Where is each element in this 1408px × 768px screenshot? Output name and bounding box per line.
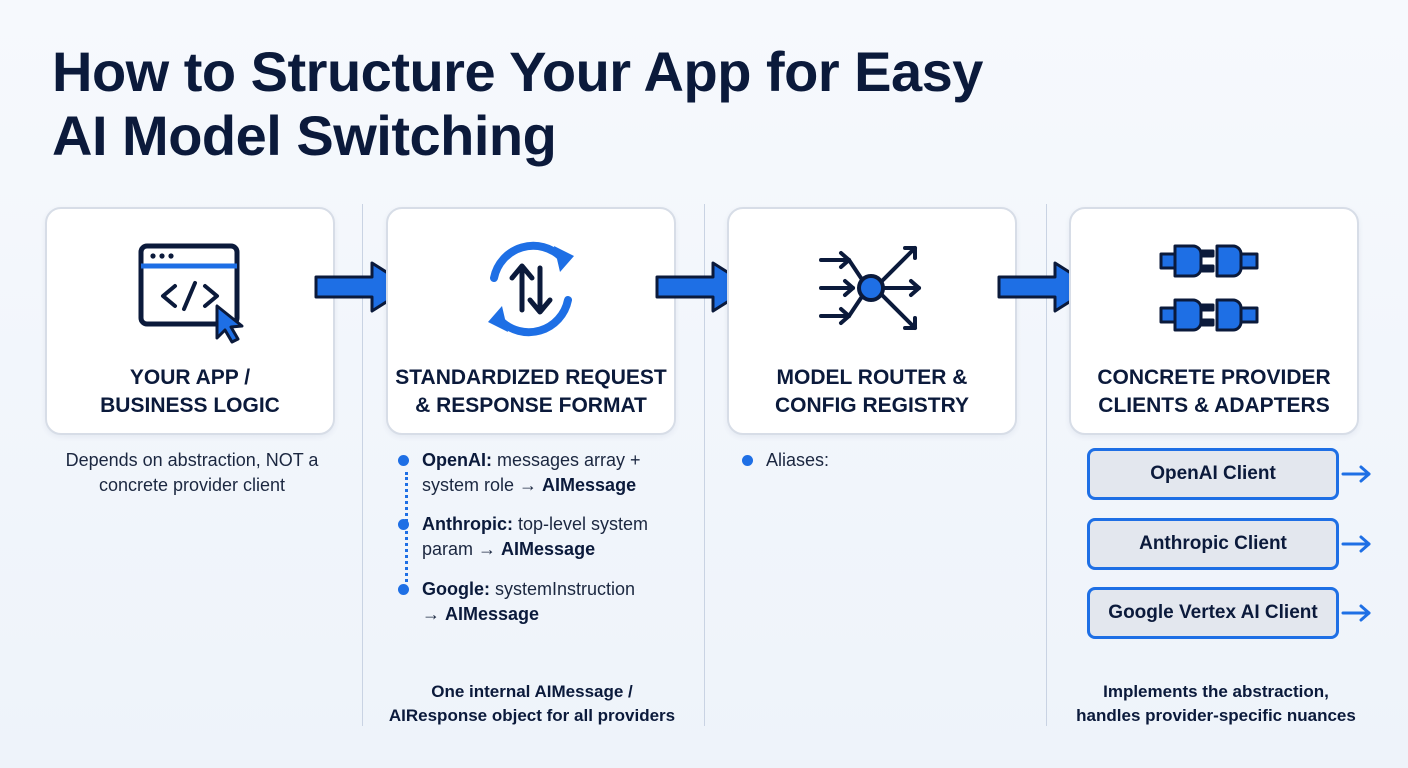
step-label-line: CONCRETE PROVIDER — [1097, 366, 1331, 389]
bullet-dot — [398, 519, 409, 530]
page-title: How to Structure Your App for Easy AI Mo… — [52, 40, 983, 168]
note-line: AIResponse object for all providers — [388, 706, 676, 725]
target-type: AIMessage — [445, 604, 540, 624]
caption-line: Depends on abstraction, NOT a — [65, 450, 319, 470]
step-label-line: BUSINESS LOGIC — [100, 394, 280, 417]
step-label-line: CONFIG REGISTRY — [774, 394, 970, 417]
arrow-right-icon — [1341, 464, 1373, 484]
provider-name: OpenAI: — [422, 450, 492, 470]
column-divider-1 — [362, 204, 363, 726]
step-card-your-app: YOUR APP / BUSINESS LOGIC — [45, 207, 335, 435]
page-title-line-2: AI Model Switching — [52, 104, 557, 167]
alias-label: Aliases: — [766, 450, 830, 470]
step-label-line: STANDARDIZED REQUEST — [395, 366, 667, 389]
column-divider-2 — [704, 204, 705, 726]
caption-line: concrete provider client — [98, 475, 286, 495]
step-label-provider-clients: CONCRETE PROVIDER CLIENTS & ADAPTERS — [1071, 364, 1357, 420]
column-divider-3 — [1046, 204, 1047, 726]
standardized-format-note: One internal AIMessage / AIResponse obje… — [372, 680, 692, 728]
client-box-openai: OpenAI Client — [1087, 448, 1339, 500]
step-card-provider-clients: CONCRETE PROVIDER CLIENTS & ADAPTERS — [1069, 207, 1359, 435]
target-type: AIMessage — [542, 475, 637, 495]
bullet-text: systemInstruction — [490, 579, 636, 599]
plug-connectors-icon — [1149, 234, 1279, 344]
bullet-text: messages array + — [492, 450, 641, 470]
step-card-model-router: MODEL ROUTER & CONFIG REGISTRY — [727, 207, 1017, 435]
step-label-your-app: YOUR APP / BUSINESS LOGIC — [47, 364, 333, 420]
bullet-text: system role → — [422, 475, 543, 495]
step-card-standardized-format: STANDARDIZED REQUEST & RESPONSE FORMAT — [386, 207, 676, 435]
bullet-dot — [398, 455, 409, 466]
page-title-line-1: How to Structure Your App for Easy — [52, 40, 983, 103]
provider-name: Google: — [422, 579, 490, 599]
bullet-dot — [742, 455, 753, 466]
note-line: handles provider-specific nuances — [1076, 706, 1356, 725]
note-line: One internal AIMessage / — [431, 682, 633, 701]
arrow-right-icon — [1341, 534, 1373, 554]
target-type: AIMessage — [501, 539, 596, 559]
step-label-standardized-format: STANDARDIZED REQUEST & RESPONSE FORMAT — [388, 364, 674, 420]
bullet-text: top-level system — [512, 514, 649, 534]
step-label-line: CLIENTS & ADAPTERS — [1098, 394, 1330, 417]
sync-arrows-icon — [466, 234, 596, 344]
note-line: Implements the abstraction, — [1103, 682, 1329, 701]
arrow-right-icon — [1341, 603, 1373, 623]
step-label-line: YOUR APP / — [129, 366, 251, 389]
router-hub-icon — [807, 234, 937, 344]
bullet-text: param → — [422, 539, 502, 559]
step-label-line: & RESPONSE FORMAT — [415, 394, 647, 417]
step-label-model-router: MODEL ROUTER & CONFIG REGISTRY — [729, 364, 1015, 420]
provider-name: Anthropic: — [422, 514, 513, 534]
bullet-text: → — [422, 604, 446, 624]
code-window-cursor-icon — [125, 234, 255, 344]
provider-clients-note: Implements the abstraction, handles prov… — [1056, 680, 1376, 728]
step-label-line: MODEL ROUTER & — [776, 366, 968, 389]
your-app-caption: Depends on abstraction, NOT a concrete p… — [40, 448, 344, 498]
client-box-anthropic: Anthropic Client — [1087, 518, 1339, 570]
bullet-dot — [398, 584, 409, 595]
client-box-google-vertex: Google Vertex AI Client — [1087, 587, 1339, 639]
